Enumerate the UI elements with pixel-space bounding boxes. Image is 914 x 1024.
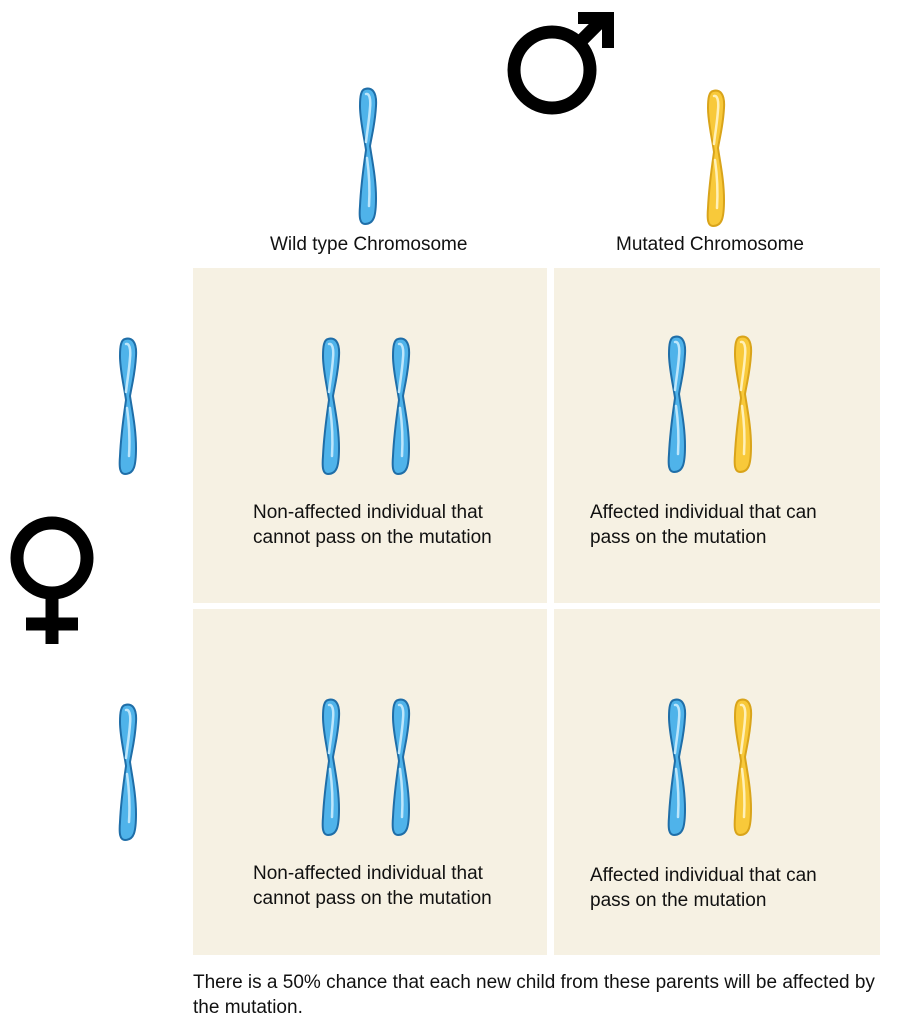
cell-description: Non-affected individual that cannot pass… [253,863,492,909]
father-wild-type-chromosome [355,86,385,226]
probability-footnote: There is a 50% chance that each new chil… [193,972,875,1018]
mother-wild-type-chromosome-1 [115,336,145,476]
punnett-cell-top-left: Non-affected individual that cannot pass… [193,268,547,603]
offspring-chromosome-wild-type [388,336,418,476]
punnett-cell-bottom-right: Affected individual that can pass on the… [554,609,880,955]
offspring-chromosome-wild-type [318,336,348,476]
offspring-chromosome-wild-type [664,697,694,837]
punnett-cell-bottom-left: Non-affected individual that cannot pass… [193,609,547,955]
offspring-chromosome-wild-type [388,697,418,837]
male-symbol-icon [507,12,614,115]
mutated-chromosome-label: Mutated Chromosome [616,234,804,255]
offspring-chromosome-wild-type [318,697,348,837]
mother-wild-type-chromosome-2 [115,702,145,842]
cell-description: Non-affected individual that cannot pass… [253,502,492,548]
father-mutated-chromosome [703,88,733,228]
cell-description: Affected individual that can pass on the… [590,502,817,548]
cell-description: Affected individual that can pass on the… [590,865,817,911]
wild-type-chromosome-label: Wild type Chromosome [270,234,468,255]
female-symbol-icon [10,516,94,644]
offspring-chromosome-wild-type [664,334,694,474]
punnett-cell-top-right: Affected individual that can pass on the… [554,268,880,603]
offspring-chromosome-mutated [730,334,760,474]
offspring-chromosome-mutated [730,697,760,837]
